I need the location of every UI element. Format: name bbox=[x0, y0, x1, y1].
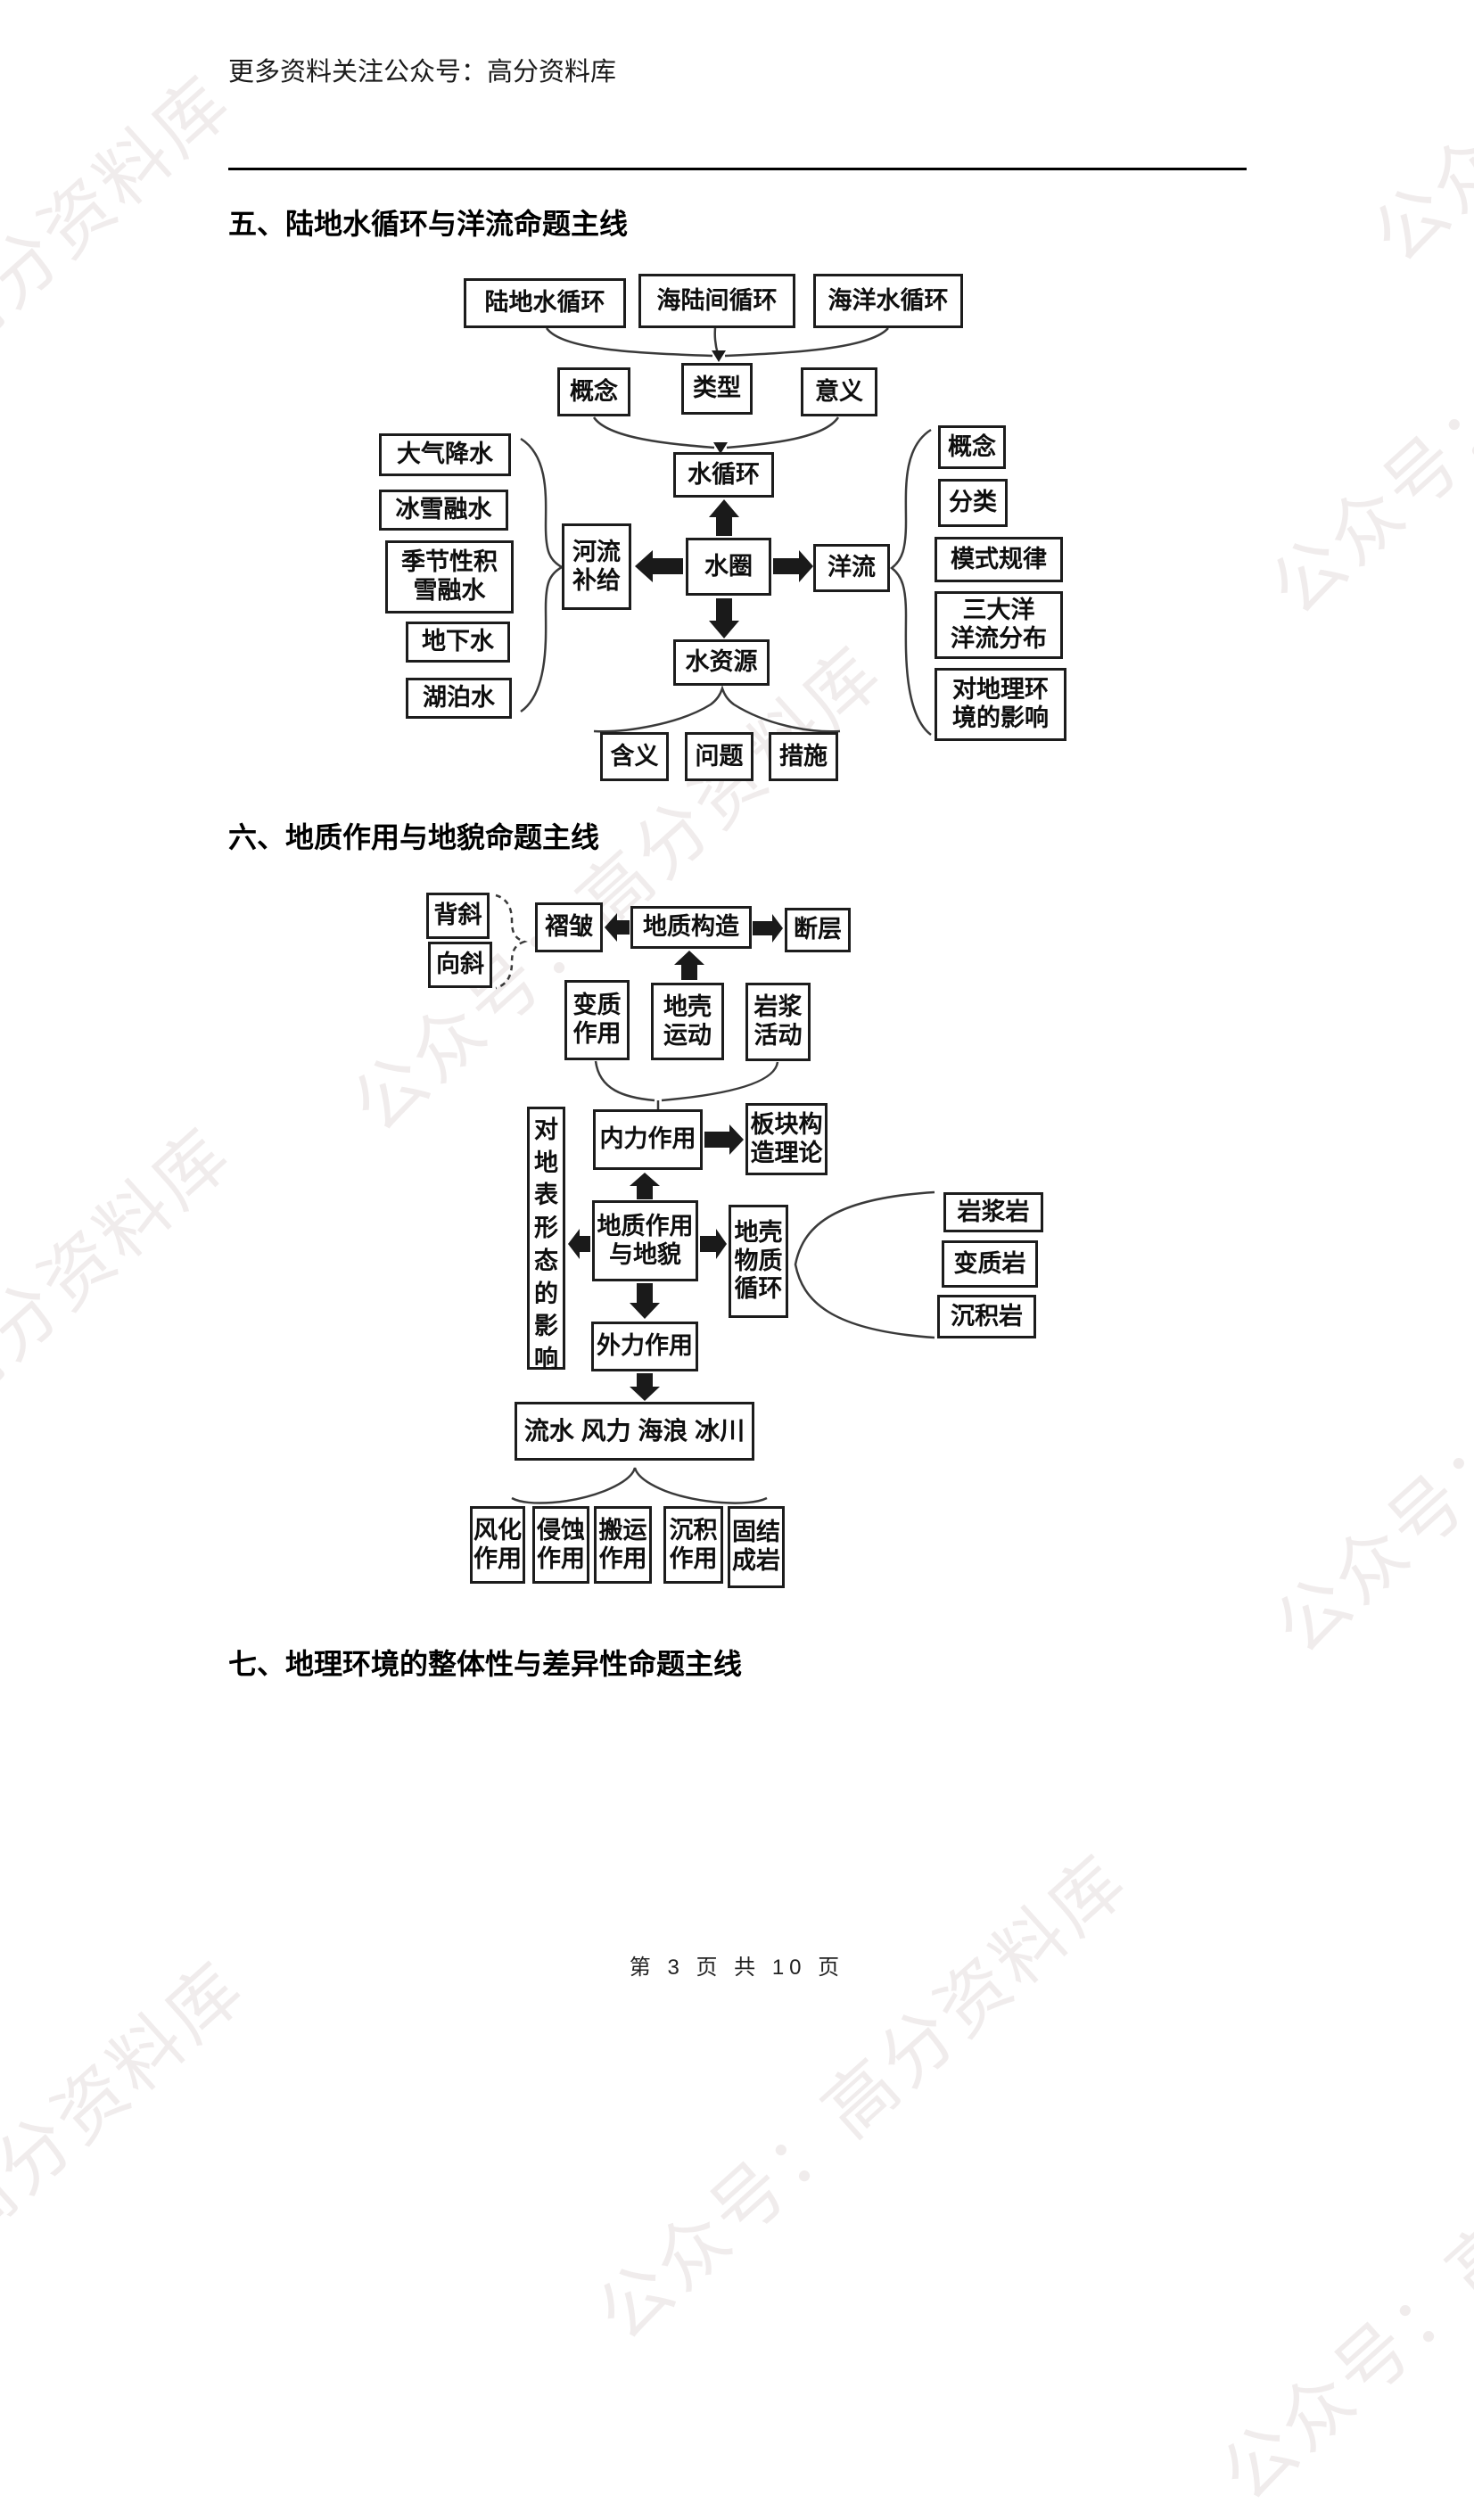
diagram-connectors bbox=[495, 327, 935, 1504]
box-geologic-structure: 地质构造 bbox=[630, 906, 752, 949]
box-sea-land-cycle: 海陆间循环 bbox=[638, 274, 795, 328]
box-current-distribution: 三大洋 洋流分布 bbox=[935, 591, 1063, 659]
box-snowmelt: 冰雪融水 bbox=[379, 490, 508, 531]
box-land-cycle: 陆地水循环 bbox=[464, 278, 626, 328]
box-problem: 问题 bbox=[685, 732, 753, 781]
box-syncline: 向斜 bbox=[428, 942, 492, 988]
box-precipitation: 大气降水 bbox=[379, 433, 511, 476]
page-header: 更多资料关注公众号：高分资料库 bbox=[228, 58, 617, 86]
section-title-6: 六、地质作用与地貌命题主线 bbox=[228, 821, 600, 853]
box-transport: 搬运 作用 bbox=[594, 1506, 652, 1584]
box-current-concept: 概念 bbox=[938, 425, 1006, 469]
box-sedimentary-rock: 沉积岩 bbox=[937, 1295, 1036, 1338]
box-ocean-cycle: 海洋水循环 bbox=[813, 274, 963, 328]
box-consolidation: 固结 成岩 bbox=[728, 1506, 785, 1588]
page-number: 第 3 页 共 10 页 bbox=[629, 1956, 845, 1980]
box-hydrosphere: 水圈 bbox=[686, 538, 771, 596]
section-title-7: 七、地理环境的整体性与差异性命题主线 bbox=[228, 1648, 743, 1680]
box-type: 类型 bbox=[681, 363, 753, 415]
box-fold: 褶皱 bbox=[535, 902, 603, 952]
box-internal-force: 内力作用 bbox=[593, 1109, 703, 1170]
box-fault: 断层 bbox=[785, 908, 851, 952]
box-significance: 意义 bbox=[801, 367, 877, 416]
box-meaning: 含义 bbox=[600, 732, 669, 781]
box-plate-tectonics: 板块构 造理论 bbox=[745, 1103, 828, 1175]
box-water-resource: 水资源 bbox=[673, 639, 770, 686]
header-divider bbox=[228, 168, 1247, 170]
section-title-5: 五、陆地水循环与洋流命题主线 bbox=[228, 208, 629, 240]
box-current-influence: 对地理环 境的影响 bbox=[935, 668, 1066, 741]
box-igneous-rock: 岩浆岩 bbox=[943, 1192, 1043, 1232]
diagram2-arrows bbox=[568, 913, 783, 1401]
box-surface-influence: 对地表形态的影响 bbox=[527, 1107, 565, 1372]
box-deposition: 沉积 作用 bbox=[663, 1506, 723, 1584]
box-lake-water: 湖泊水 bbox=[406, 678, 512, 719]
box-water-cycle: 水循环 bbox=[673, 452, 774, 498]
diagram2-connectors bbox=[495, 894, 935, 1504]
box-groundwater: 地下水 bbox=[406, 622, 510, 663]
box-anticline: 背斜 bbox=[426, 893, 490, 939]
box-weathering: 风化 作用 bbox=[470, 1506, 525, 1584]
box-current-classification: 分类 bbox=[938, 479, 1008, 527]
diagram1-connectors bbox=[520, 327, 932, 736]
box-external-force: 外力作用 bbox=[591, 1322, 698, 1371]
box-geologic-action: 地质作用 与地貌 bbox=[592, 1200, 698, 1281]
box-ocean-current: 洋流 bbox=[813, 544, 890, 592]
diagram1-arrows bbox=[635, 350, 813, 638]
box-crustal-movement: 地壳 运动 bbox=[651, 983, 724, 1060]
box-external-agents: 流水 风力 海浪 冰川 bbox=[515, 1402, 754, 1461]
box-erosion: 侵蚀 作用 bbox=[532, 1506, 589, 1584]
box-current-pattern: 模式规律 bbox=[935, 537, 1063, 582]
box-river-recharge: 河流 补给 bbox=[562, 523, 631, 610]
box-metamorphic-rock: 变质岩 bbox=[942, 1240, 1038, 1288]
box-rock-cycle: 地壳 物质 循环 bbox=[729, 1205, 788, 1318]
box-metamorphism: 变质 作用 bbox=[564, 980, 630, 1060]
box-concept: 概念 bbox=[557, 367, 630, 416]
box-magmatic-activity: 岩浆 活动 bbox=[745, 983, 811, 1061]
box-measure: 措施 bbox=[769, 732, 838, 781]
box-seasonal-snowmelt: 季节性积 雪融水 bbox=[385, 540, 514, 614]
